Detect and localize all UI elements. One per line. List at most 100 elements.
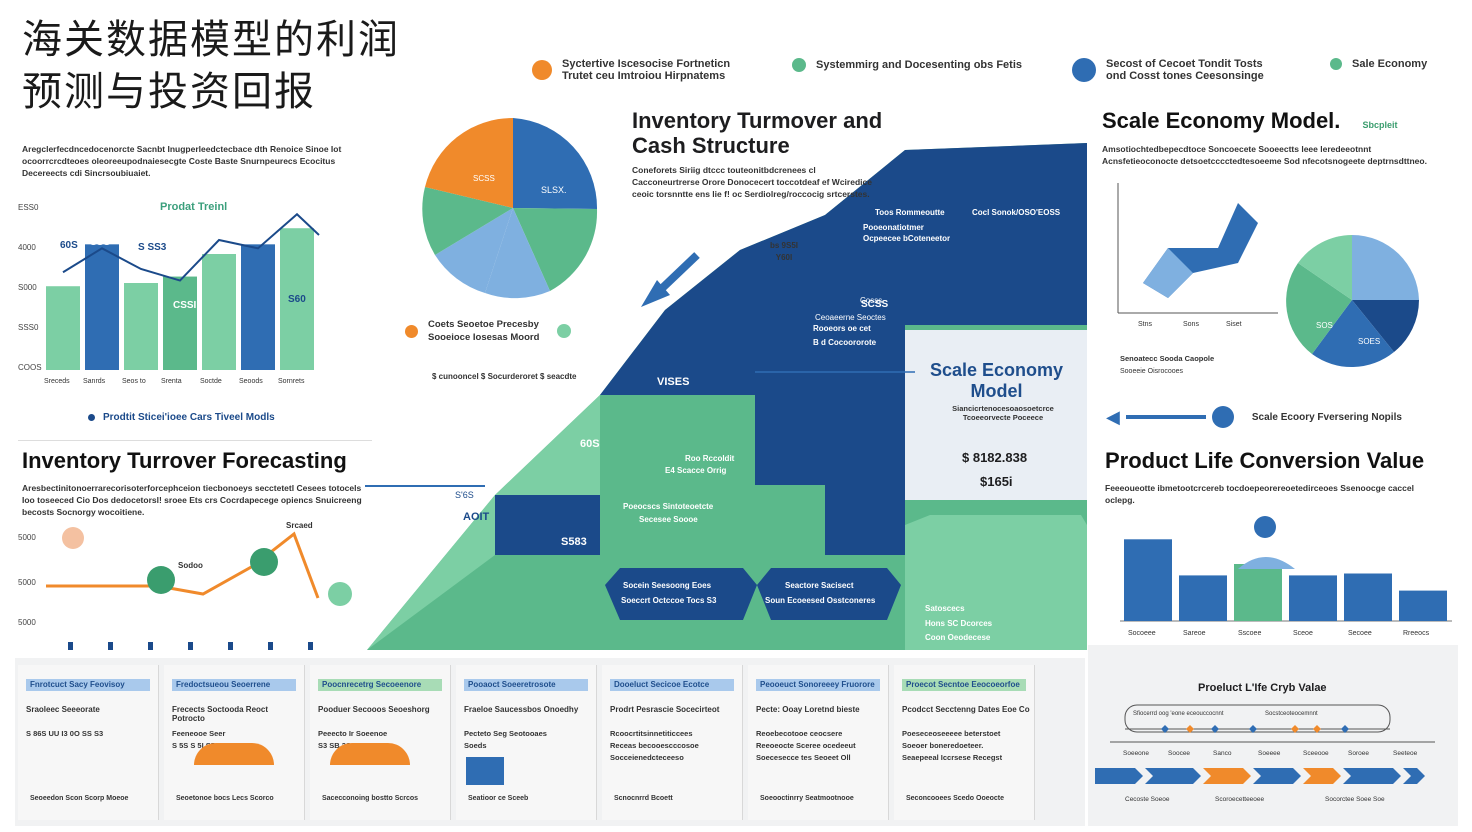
- trend-bar: [85, 244, 119, 370]
- figure-block: bs 9S5I Y60I: [770, 241, 798, 262]
- step-label: VISES: [657, 376, 689, 388]
- legend-label-3: Secost of Cecoet Tondit Tosts ond Cosst …: [1106, 58, 1264, 82]
- y-tick: 5000: [18, 533, 36, 542]
- card-block: [466, 757, 504, 785]
- orange-dot-icon: [532, 60, 552, 80]
- x-tick: Sreceds: [44, 378, 70, 385]
- x-tick: Seos to: [122, 378, 146, 385]
- card-line: S 5S S 5I S5 IOS: [172, 741, 230, 750]
- chart-title: Prodat Treinl: [160, 201, 227, 213]
- y-tick: S000: [18, 283, 37, 292]
- scale-economy-tag: Sbcpleit: [1362, 120, 1398, 130]
- lifecycle-foot: Socorctee Soee Soe: [1325, 796, 1385, 803]
- plcv-bar: [1234, 564, 1282, 621]
- plcv-bar: [1179, 575, 1227, 621]
- caption: Senoatecc Sooda Caopole: [1120, 354, 1214, 363]
- forecast-marker: [62, 527, 84, 549]
- y-tick: ESS0: [18, 203, 39, 212]
- trend-line: [62, 212, 320, 282]
- card-line: S 86S UU I3 0O SS S3: [26, 729, 104, 738]
- scale-title-2: Model: [970, 381, 1023, 401]
- block-sub: Cocl Sonok/OSO'EOSS: [972, 208, 1061, 217]
- plcv-title: Product Life Conversion Value: [1105, 448, 1425, 473]
- card-line: Poeseceoseeeee beterstoet: [902, 729, 1001, 738]
- lifecycle-tick: Soocee: [1168, 750, 1190, 757]
- block-title: Rooeors oe cet: [813, 324, 871, 333]
- card-line: Socceienedcteceeso: [610, 753, 684, 762]
- bar-label: S60: [288, 294, 306, 305]
- scale-value-2: $165i: [980, 474, 1013, 489]
- cost-pie-chart: SCSS SLSX.: [422, 117, 598, 299]
- right-line: Hons SC Dcorces: [925, 619, 993, 628]
- lifecycle-label: Socstceoteocemnnt: [1265, 711, 1318, 717]
- x-tick: Sornrets: [278, 378, 305, 385]
- card-line: Soecesecce tes Seoeet Oll: [756, 753, 851, 762]
- x-tick: Sons: [1183, 321, 1199, 328]
- bullet-icon: [88, 414, 95, 421]
- scale-economy-title-text: Scale Economy Model.: [1102, 108, 1341, 133]
- forecast-marker: [147, 566, 175, 594]
- x-tick: Seoods: [239, 378, 263, 385]
- card-title: Prodrt Pesrascie Socecirteot: [610, 705, 720, 714]
- step-label: 60S: [580, 438, 600, 450]
- arrow-note-text: Scale Ecoory Fversering Nopils: [1251, 411, 1402, 423]
- y-tick: SSS0: [18, 323, 39, 332]
- green-dot-icon: [557, 324, 572, 338]
- card-foot: Scnocnrrd Bcoett: [614, 795, 673, 802]
- block-title: Roo Rccoldit: [685, 454, 735, 463]
- lifecycle-tick: Sceeooe: [1303, 750, 1329, 757]
- bar-label: CSSI: [173, 300, 197, 311]
- scale-values: $ 8182.838 $165i: [962, 446, 1027, 494]
- legend-item-3: Secost of Cecoet Tondit Tosts ond Cosst …: [1072, 58, 1272, 82]
- x-tick: Sceoe: [1293, 630, 1313, 637]
- inventory-forecast-title: Inventory Turrover Forecasting: [22, 448, 347, 473]
- card-tag: Dooeluct Secicoe Ecotce: [610, 679, 734, 691]
- card-hill: [330, 743, 410, 765]
- trend-bar: [46, 286, 80, 370]
- y-tick: 4000: [18, 243, 36, 252]
- legend-item-2: Systemmirg and Docesenting obs Fetis: [792, 58, 1042, 72]
- cash-structure-title-1: Inventory Turmover and: [632, 108, 883, 133]
- step-label: S'6S: [455, 490, 474, 500]
- block-title: Seactore Sacisect: [785, 581, 854, 590]
- lifecycle-title: Proeluct L'Ife Cryb Valae: [1198, 682, 1327, 694]
- x-tick: Siset: [1226, 321, 1242, 328]
- scale-economy-title: Scale Economy Model. Sbcpleit: [1102, 108, 1398, 134]
- blue-dot-icon: [1072, 58, 1096, 82]
- page-title-line1: 海关数据模型的利润: [22, 17, 400, 63]
- figure-a: bs 9S5I: [770, 241, 799, 250]
- dollar-row: $ cunooncel $ Socurderoret $ seacdte: [432, 372, 577, 381]
- x-tick: Secoee: [1348, 630, 1372, 637]
- plcv-bar: [1399, 590, 1447, 621]
- x-tick: Soctde: [200, 378, 222, 385]
- step-label: S583: [561, 536, 587, 548]
- lifecycle-foot: Scoroecetteeoee: [1215, 796, 1265, 803]
- left-top-blurb: Aregclerfecdncedocenorcte Sacnbt Inugper…: [22, 144, 342, 178]
- plcv-arc: [1238, 557, 1295, 569]
- card-line: Reeoeocte Sceree ocedeeut: [756, 741, 856, 750]
- pie-label: SLSX.: [541, 185, 567, 195]
- block-title: Toos Rommeoutte: [875, 208, 945, 217]
- card-line: Pecteto Seg Seotooaes: [464, 729, 547, 738]
- bar-label: S SS3: [138, 242, 167, 253]
- right-line: Satoscecs: [925, 604, 965, 613]
- cash-structure-blurb: Coneforets Siriig dtccc touteonitbdcrene…: [632, 165, 872, 199]
- y-tick: 5000: [18, 578, 36, 587]
- forecast-line: [46, 531, 320, 599]
- lifecycle-tick: Sanco: [1213, 750, 1232, 757]
- card-title: Sraoleec Seeeorate: [26, 705, 100, 714]
- scale-economy-charts: Stns Sons Siset SOS SOES Senoatecc Sooda…: [1117, 183, 1419, 375]
- x-tick: Rreeocs: [1403, 630, 1430, 637]
- card-hill: [194, 743, 274, 765]
- card-foot: Soeooctinrry Seatmootnooe: [760, 795, 854, 802]
- green-dot-icon: [792, 58, 806, 72]
- card-tag: Poocnrecetrg Secoeenore: [318, 679, 442, 691]
